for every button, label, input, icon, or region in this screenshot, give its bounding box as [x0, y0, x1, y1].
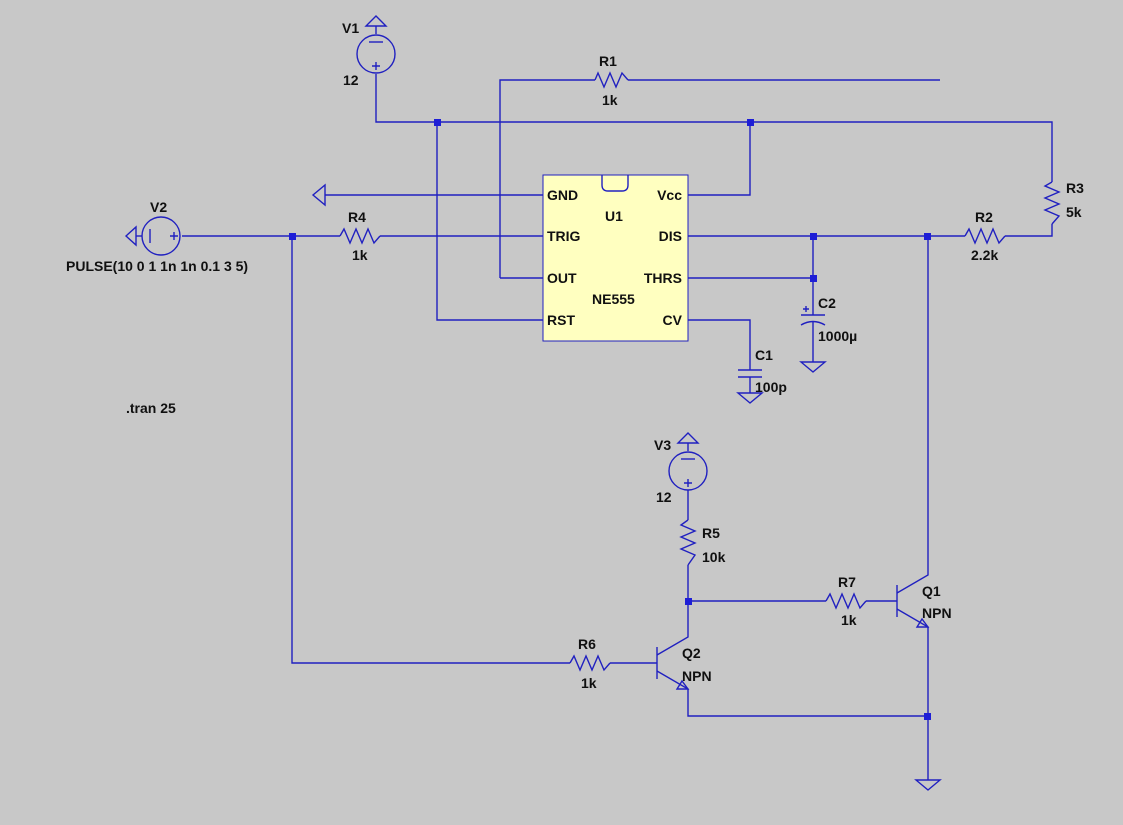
r7-value: 1k — [841, 612, 857, 628]
resistor-icon — [825, 592, 867, 610]
pin-out: OUT — [547, 270, 577, 286]
r2-name: R2 — [975, 209, 993, 225]
transistor-q2[interactable]: Q2 NPN — [656, 630, 712, 698]
pin-dis: DIS — [659, 228, 682, 244]
resistor-r7[interactable]: R7 1k — [825, 574, 867, 628]
junction-dot — [289, 233, 296, 240]
v1-name: V1 — [342, 20, 359, 36]
q1-value: NPN — [922, 605, 952, 621]
transistor-q1[interactable]: Q1 NPN — [896, 568, 952, 632]
resistor-r3[interactable]: R3 5k — [1043, 180, 1084, 225]
spice-directive[interactable]: .tran 25 — [126, 400, 176, 416]
u1-name: U1 — [605, 208, 623, 224]
resistor-r1[interactable]: R1 1k — [594, 53, 629, 108]
r4-name: R4 — [348, 209, 366, 225]
resistor-r5[interactable]: R5 10k — [679, 519, 726, 566]
resistor-r2[interactable]: R2 2.2k — [964, 209, 1006, 263]
r1-value: 1k — [602, 92, 618, 108]
r3-name: R3 — [1066, 180, 1084, 196]
resistor-icon — [964, 227, 1006, 245]
junction-dot — [810, 275, 817, 282]
capacitor-c2[interactable]: C2 1000µ — [799, 295, 857, 373]
ground-icon — [736, 392, 764, 404]
voltage-source-v1[interactable]: V1 12 — [342, 15, 396, 88]
junction-dot — [810, 233, 817, 240]
r3-value: 5k — [1066, 204, 1082, 220]
junction-dot — [434, 119, 441, 126]
r5-value: 10k — [702, 549, 726, 565]
q1-name: Q1 — [922, 583, 941, 599]
ic-notch-icon — [601, 175, 629, 192]
r1-name: R1 — [599, 53, 617, 69]
v3-value: 12 — [656, 489, 672, 505]
pin-trig: TRIG — [547, 228, 581, 244]
junction-dot — [924, 713, 931, 720]
pin-rst: RST — [547, 312, 575, 328]
c1-name: C1 — [755, 347, 773, 363]
q2-name: Q2 — [682, 645, 701, 661]
capacitor-c1[interactable]: C1 100p — [736, 347, 787, 404]
voltage-source-icon — [141, 216, 181, 256]
resistor-icon — [1043, 181, 1061, 225]
vcc-flag-icon — [676, 432, 700, 444]
capacitor-icon — [738, 369, 762, 378]
pin-cv: CV — [663, 312, 683, 328]
resistor-icon — [339, 227, 381, 245]
plus-sign-icon — [803, 306, 809, 312]
v1-value: 12 — [343, 72, 359, 88]
c2-value: 1000µ — [818, 328, 857, 344]
voltage-source-icon — [356, 34, 396, 74]
voltage-source-icon — [668, 451, 708, 491]
ground-flag-icon — [311, 183, 326, 207]
r2-value: 2.2k — [971, 247, 998, 263]
u1-value: NE555 — [592, 291, 635, 307]
resistor-icon — [569, 654, 611, 672]
pin-vcc: Vcc — [657, 187, 682, 203]
ground-icon — [914, 779, 942, 791]
c2-name: C2 — [818, 295, 836, 311]
junction-dot — [747, 119, 754, 126]
ic-body — [542, 174, 689, 342]
v3-name: V3 — [654, 437, 671, 453]
vcc-flag-icon — [364, 15, 388, 27]
ic-u1-ne555[interactable]: GND TRIG OUT RST Vcc DIS THRS CV U1 NE55… — [542, 174, 689, 342]
r6-value: 1k — [581, 675, 597, 691]
v2-value: PULSE(10 0 1 1n 1n 0.1 3 5) — [66, 258, 248, 274]
junction-dot — [685, 598, 692, 605]
voltage-source-v3[interactable]: V3 12 — [654, 432, 708, 505]
c1-value: 100p — [755, 379, 787, 395]
resistor-icon — [594, 71, 629, 89]
v2-name: V2 — [150, 199, 167, 215]
pin-thrs: THRS — [644, 270, 682, 286]
q2-value: NPN — [682, 668, 712, 684]
junction-dot — [924, 233, 931, 240]
voltage-source-v2[interactable]: V2 PULSE(10 0 1 1n 1n 0.1 3 5) — [66, 199, 248, 274]
r6-name: R6 — [578, 636, 596, 652]
resistor-r6[interactable]: R6 1k — [569, 636, 611, 691]
junctions — [289, 119, 931, 720]
r4-value: 1k — [352, 247, 368, 263]
resistor-icon — [679, 519, 697, 566]
r5-name: R5 — [702, 525, 720, 541]
r7-name: R7 — [838, 574, 856, 590]
resistor-r4[interactable]: R4 1k — [339, 209, 381, 263]
ground-icon — [799, 361, 827, 373]
pin-gnd: GND — [547, 187, 578, 203]
ground-flag-icon — [124, 225, 137, 247]
